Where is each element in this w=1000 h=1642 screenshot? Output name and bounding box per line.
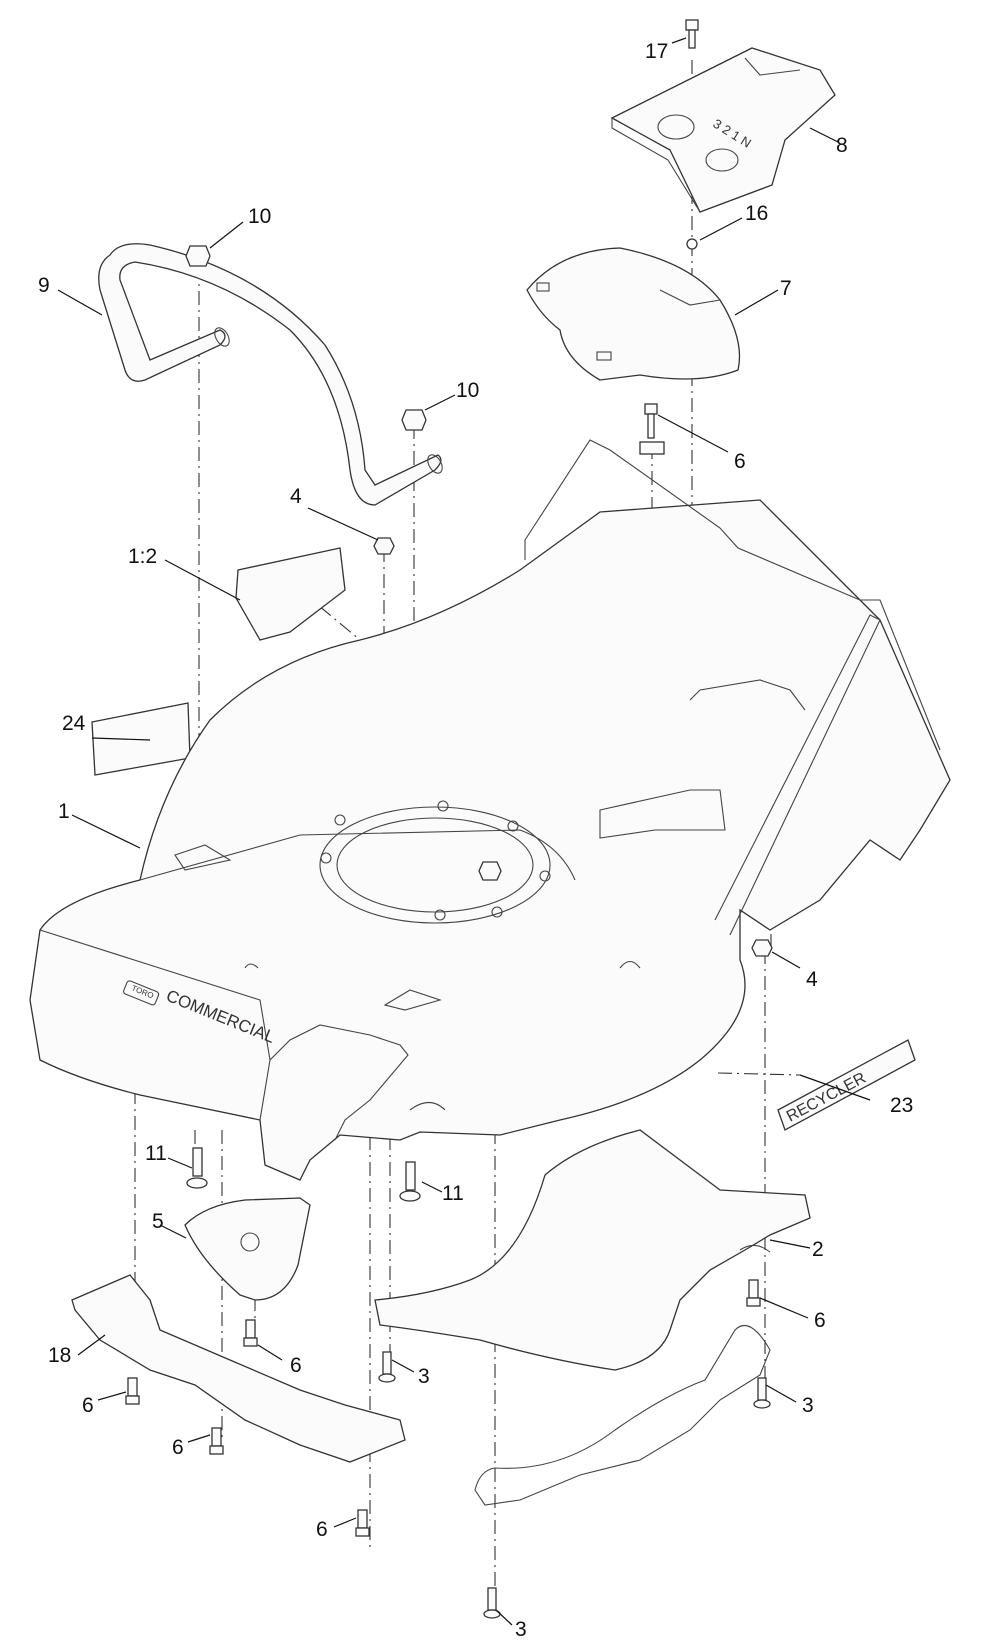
callout-9: 9	[38, 274, 50, 297]
callout-10-mid: 10	[456, 379, 479, 402]
callout-1: 1	[58, 800, 70, 823]
lower-scraper	[474, 1325, 771, 1506]
callout-6-bottom: 6	[316, 1518, 328, 1541]
callout-17: 17	[645, 40, 668, 63]
callout-3-right: 3	[802, 1394, 814, 1417]
console-part-7	[526, 247, 741, 381]
callout-16: 16	[745, 202, 768, 225]
callout-labels: 17 8 16 7 10 9 10 6 4 1:2 24 1 4 23 11 1…	[38, 40, 913, 1641]
shift-cover-part-8: 3 2 1 N	[610, 47, 836, 213]
callout-7: 7	[780, 277, 792, 300]
callout-4-lower: 4	[806, 968, 818, 991]
callout-3-mid: 3	[418, 1365, 430, 1388]
callout-24: 24	[62, 712, 86, 735]
skid-plate-part-18	[71, 1274, 406, 1463]
leader-lines	[57, 37, 871, 1626]
callout-11-left: 11	[145, 1142, 167, 1165]
baffle-part-2	[374, 1129, 811, 1371]
mower-housing-part-1: TORO COMMERCIAL	[29, 439, 951, 1181]
callout-4-upper: 4	[290, 485, 302, 508]
callout-5: 5	[152, 1210, 164, 1233]
callout-1-2: 1:2	[128, 545, 157, 568]
callout-10-top: 10	[248, 205, 271, 228]
hardware	[125, 19, 773, 1619]
callout-2: 2	[812, 1238, 824, 1261]
decal-part-1-2	[235, 547, 346, 641]
callout-18: 18	[48, 1344, 71, 1367]
callout-11-right: 11	[442, 1182, 464, 1205]
callout-23: 23	[890, 1094, 913, 1117]
callout-6-skid-left: 6	[82, 1394, 94, 1417]
recycler-decal-text: RECYCLER	[784, 1070, 869, 1126]
callout-6-plate: 6	[290, 1354, 302, 1377]
callout-6-skid-mid: 6	[172, 1436, 184, 1459]
handle-bar-part-9	[98, 243, 443, 506]
callout-6-upper: 6	[734, 450, 746, 473]
callout-3-bottom: 3	[515, 1618, 527, 1641]
callout-8: 8	[836, 134, 848, 157]
callout-6-right: 6	[814, 1309, 826, 1332]
plate-part-5	[184, 1197, 311, 1301]
